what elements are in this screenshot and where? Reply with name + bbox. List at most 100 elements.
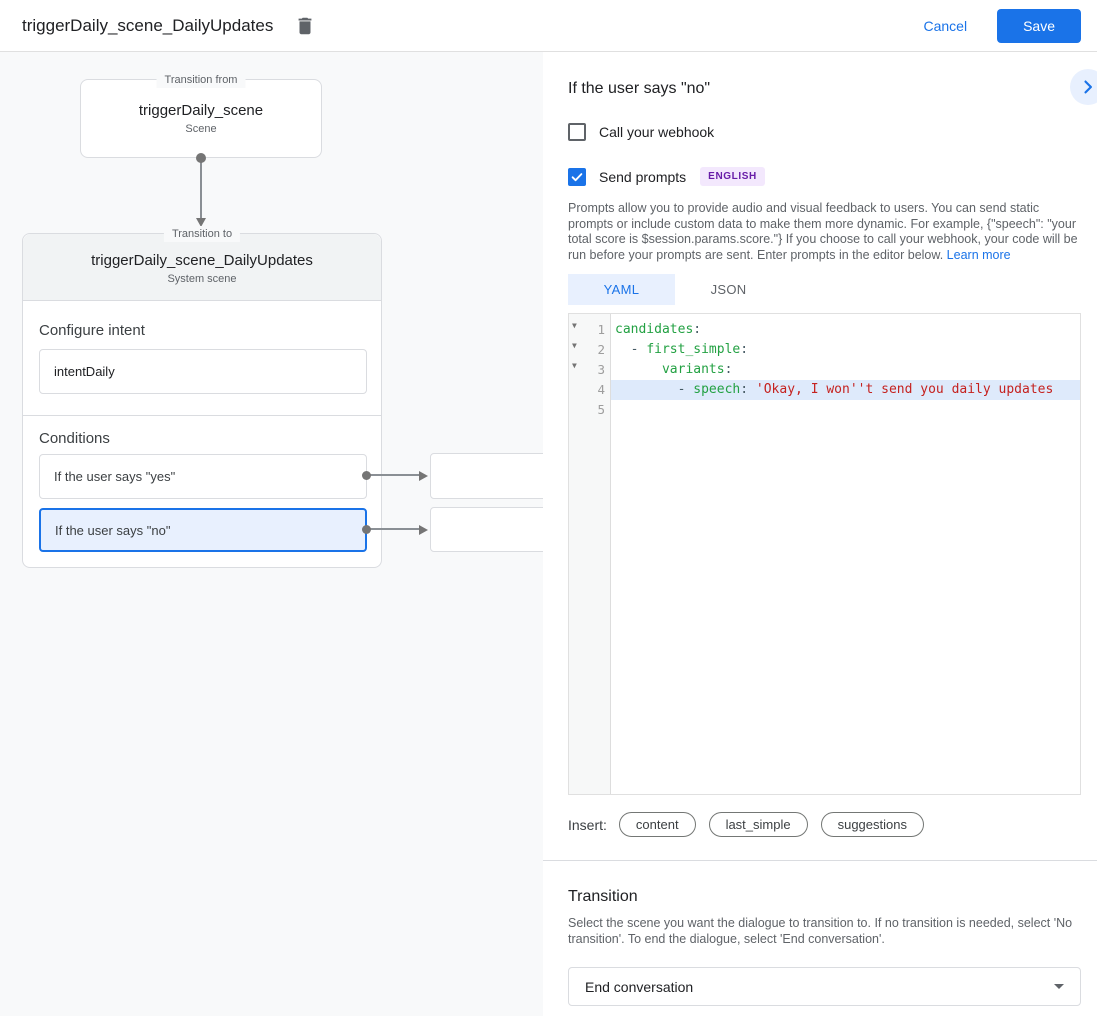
insert-chip-content[interactable]: content (618, 812, 696, 837)
code-token: speech (693, 382, 741, 397)
prompts-description: Prompts allow you to provide audio and v… (568, 201, 1081, 264)
page-title: triggerDaily_scene_DailyUpdates (22, 15, 274, 35)
insert-chip-last-simple[interactable]: last_simple (708, 812, 808, 837)
transition-description: Select the scene you want the dialogue t… (568, 916, 1073, 946)
learn-more-link[interactable]: Learn more (946, 248, 1011, 263)
gutter-line[interactable]: 5 (569, 400, 610, 420)
connector-line (369, 474, 419, 476)
prompts-description-text: Prompts allow you to provide audio and v… (568, 201, 1078, 263)
intent-item[interactable]: intentDaily (39, 349, 367, 394)
transition-to-label: Transition to (163, 226, 241, 242)
code-token: first_simple (646, 342, 741, 357)
code-token (615, 362, 662, 377)
webhook-label: Call your webhook (599, 124, 715, 140)
code-token: variants (661, 362, 725, 377)
insert-row: Insert: content last_simple suggestions (568, 812, 937, 837)
transition-target-box[interactable] (430, 507, 543, 552)
connector-dot (196, 153, 206, 163)
fold-toggle-icon[interactable]: ▼ (572, 361, 577, 370)
webhook-row: Call your webhook (568, 123, 714, 141)
fold-toggle-icon[interactable]: ▼ (572, 321, 577, 330)
code-token: - (677, 382, 694, 397)
code-line[interactable]: - speech: 'Okay, I won''t send you daily… (611, 380, 1080, 400)
arrowhead-right-icon (419, 471, 428, 481)
save-button[interactable]: Save (997, 8, 1081, 43)
arrowhead-down-icon (196, 218, 206, 227)
send-prompts-label: Send prompts (599, 168, 687, 185)
gutter-line[interactable]: ▼1 (569, 320, 610, 340)
line-number: 2 (597, 342, 605, 357)
intent-name: intentDaily (54, 364, 115, 379)
code-token (615, 342, 631, 357)
to-scene-name: triggerDaily_scene_DailyUpdates (91, 252, 313, 269)
condition-item-no[interactable]: If the user says "no" (39, 508, 367, 552)
line-number: 4 (597, 382, 605, 397)
transition-from-node[interactable]: Transition from triggerDaily_scene Scene (80, 72, 322, 158)
tab-yaml[interactable]: YAML (568, 274, 675, 305)
code-line[interactable]: candidates: (611, 320, 1080, 340)
scene-node-header: triggerDaily_scene_DailyUpdates System s… (23, 234, 381, 301)
prompts-row: Send prompts ENGLISH (568, 167, 765, 186)
delete-button[interactable] (289, 10, 321, 42)
line-number: 3 (597, 362, 605, 377)
header: triggerDaily_scene_DailyUpdates Cancel S… (0, 0, 1097, 52)
webhook-checkbox[interactable] (568, 123, 586, 141)
fold-toggle-icon[interactable]: ▼ (572, 341, 577, 350)
gutter-line[interactable]: ▼2 (569, 340, 610, 360)
line-number: 5 (597, 402, 605, 417)
gutter-line[interactable]: 4 (569, 380, 610, 400)
transition-to-node[interactable]: Transition to triggerDaily_scene_DailyUp… (22, 226, 382, 568)
trash-icon (294, 15, 316, 37)
insert-label: Insert: (568, 816, 607, 833)
from-scene-type: Scene (185, 123, 217, 135)
editor-code[interactable]: candidates: - first_simple: variants: - … (611, 314, 1080, 794)
connector-line (369, 528, 419, 530)
connector-dot (362, 471, 371, 480)
condition-label: If the user says "yes" (54, 469, 176, 484)
transition-select-value: End conversation (585, 978, 694, 995)
section-divider (543, 860, 1097, 861)
dropdown-caret-icon (1054, 984, 1064, 989)
condition-item-yes[interactable]: If the user says "yes" (39, 454, 367, 499)
collapse-panel-button[interactable] (1070, 69, 1097, 105)
panel-title: If the user says "no" (568, 80, 711, 97)
transition-target-box[interactable] (430, 453, 543, 499)
section-divider (23, 415, 381, 416)
scene-flow-canvas: Transition from triggerDaily_scene Scene… (0, 52, 543, 1016)
from-scene-name: triggerDaily_scene (138, 102, 264, 119)
tab-json[interactable]: JSON (710, 282, 747, 297)
condition-label: If the user says "no" (55, 522, 171, 538)
code-token: : (724, 362, 733, 377)
code-token: candidates (615, 322, 694, 337)
connector-dot (362, 525, 371, 534)
condition-detail-panel: If the user says "no" Call your webhook … (543, 52, 1097, 1016)
configure-intent-heading: Configure intent (39, 322, 145, 339)
transition-select[interactable]: End conversation (568, 967, 1081, 1006)
code-token: : (740, 382, 756, 397)
code-token: : (740, 342, 749, 357)
send-prompts-checkbox[interactable] (568, 167, 586, 186)
language-badge: ENGLISH (700, 167, 765, 186)
cancel-button[interactable]: Cancel (907, 10, 983, 42)
chevron-right-icon (1078, 77, 1097, 97)
line-number: 1 (597, 322, 605, 337)
insert-chip-suggestions[interactable]: suggestions (820, 812, 924, 837)
code-token: : (693, 322, 702, 337)
conditions-heading: Conditions (39, 430, 110, 447)
to-scene-type: System scene (167, 273, 237, 285)
transition-from-label: Transition from (156, 72, 246, 88)
checkmark-icon (570, 170, 584, 184)
editor-tabs: YAML JSON (568, 274, 782, 305)
code-token (615, 382, 678, 397)
gutter-line[interactable]: ▼3 (569, 360, 610, 380)
connector-line (200, 160, 202, 220)
arrowhead-right-icon (419, 525, 428, 535)
code-line[interactable]: - first_simple: (611, 340, 1080, 360)
code-token: 'Okay, I won''t send you daily updates (755, 382, 1054, 397)
code-line[interactable]: variants: (611, 360, 1080, 380)
code-token: - (630, 342, 647, 357)
code-line[interactable] (611, 400, 1080, 420)
transition-heading: Transition (568, 888, 638, 905)
